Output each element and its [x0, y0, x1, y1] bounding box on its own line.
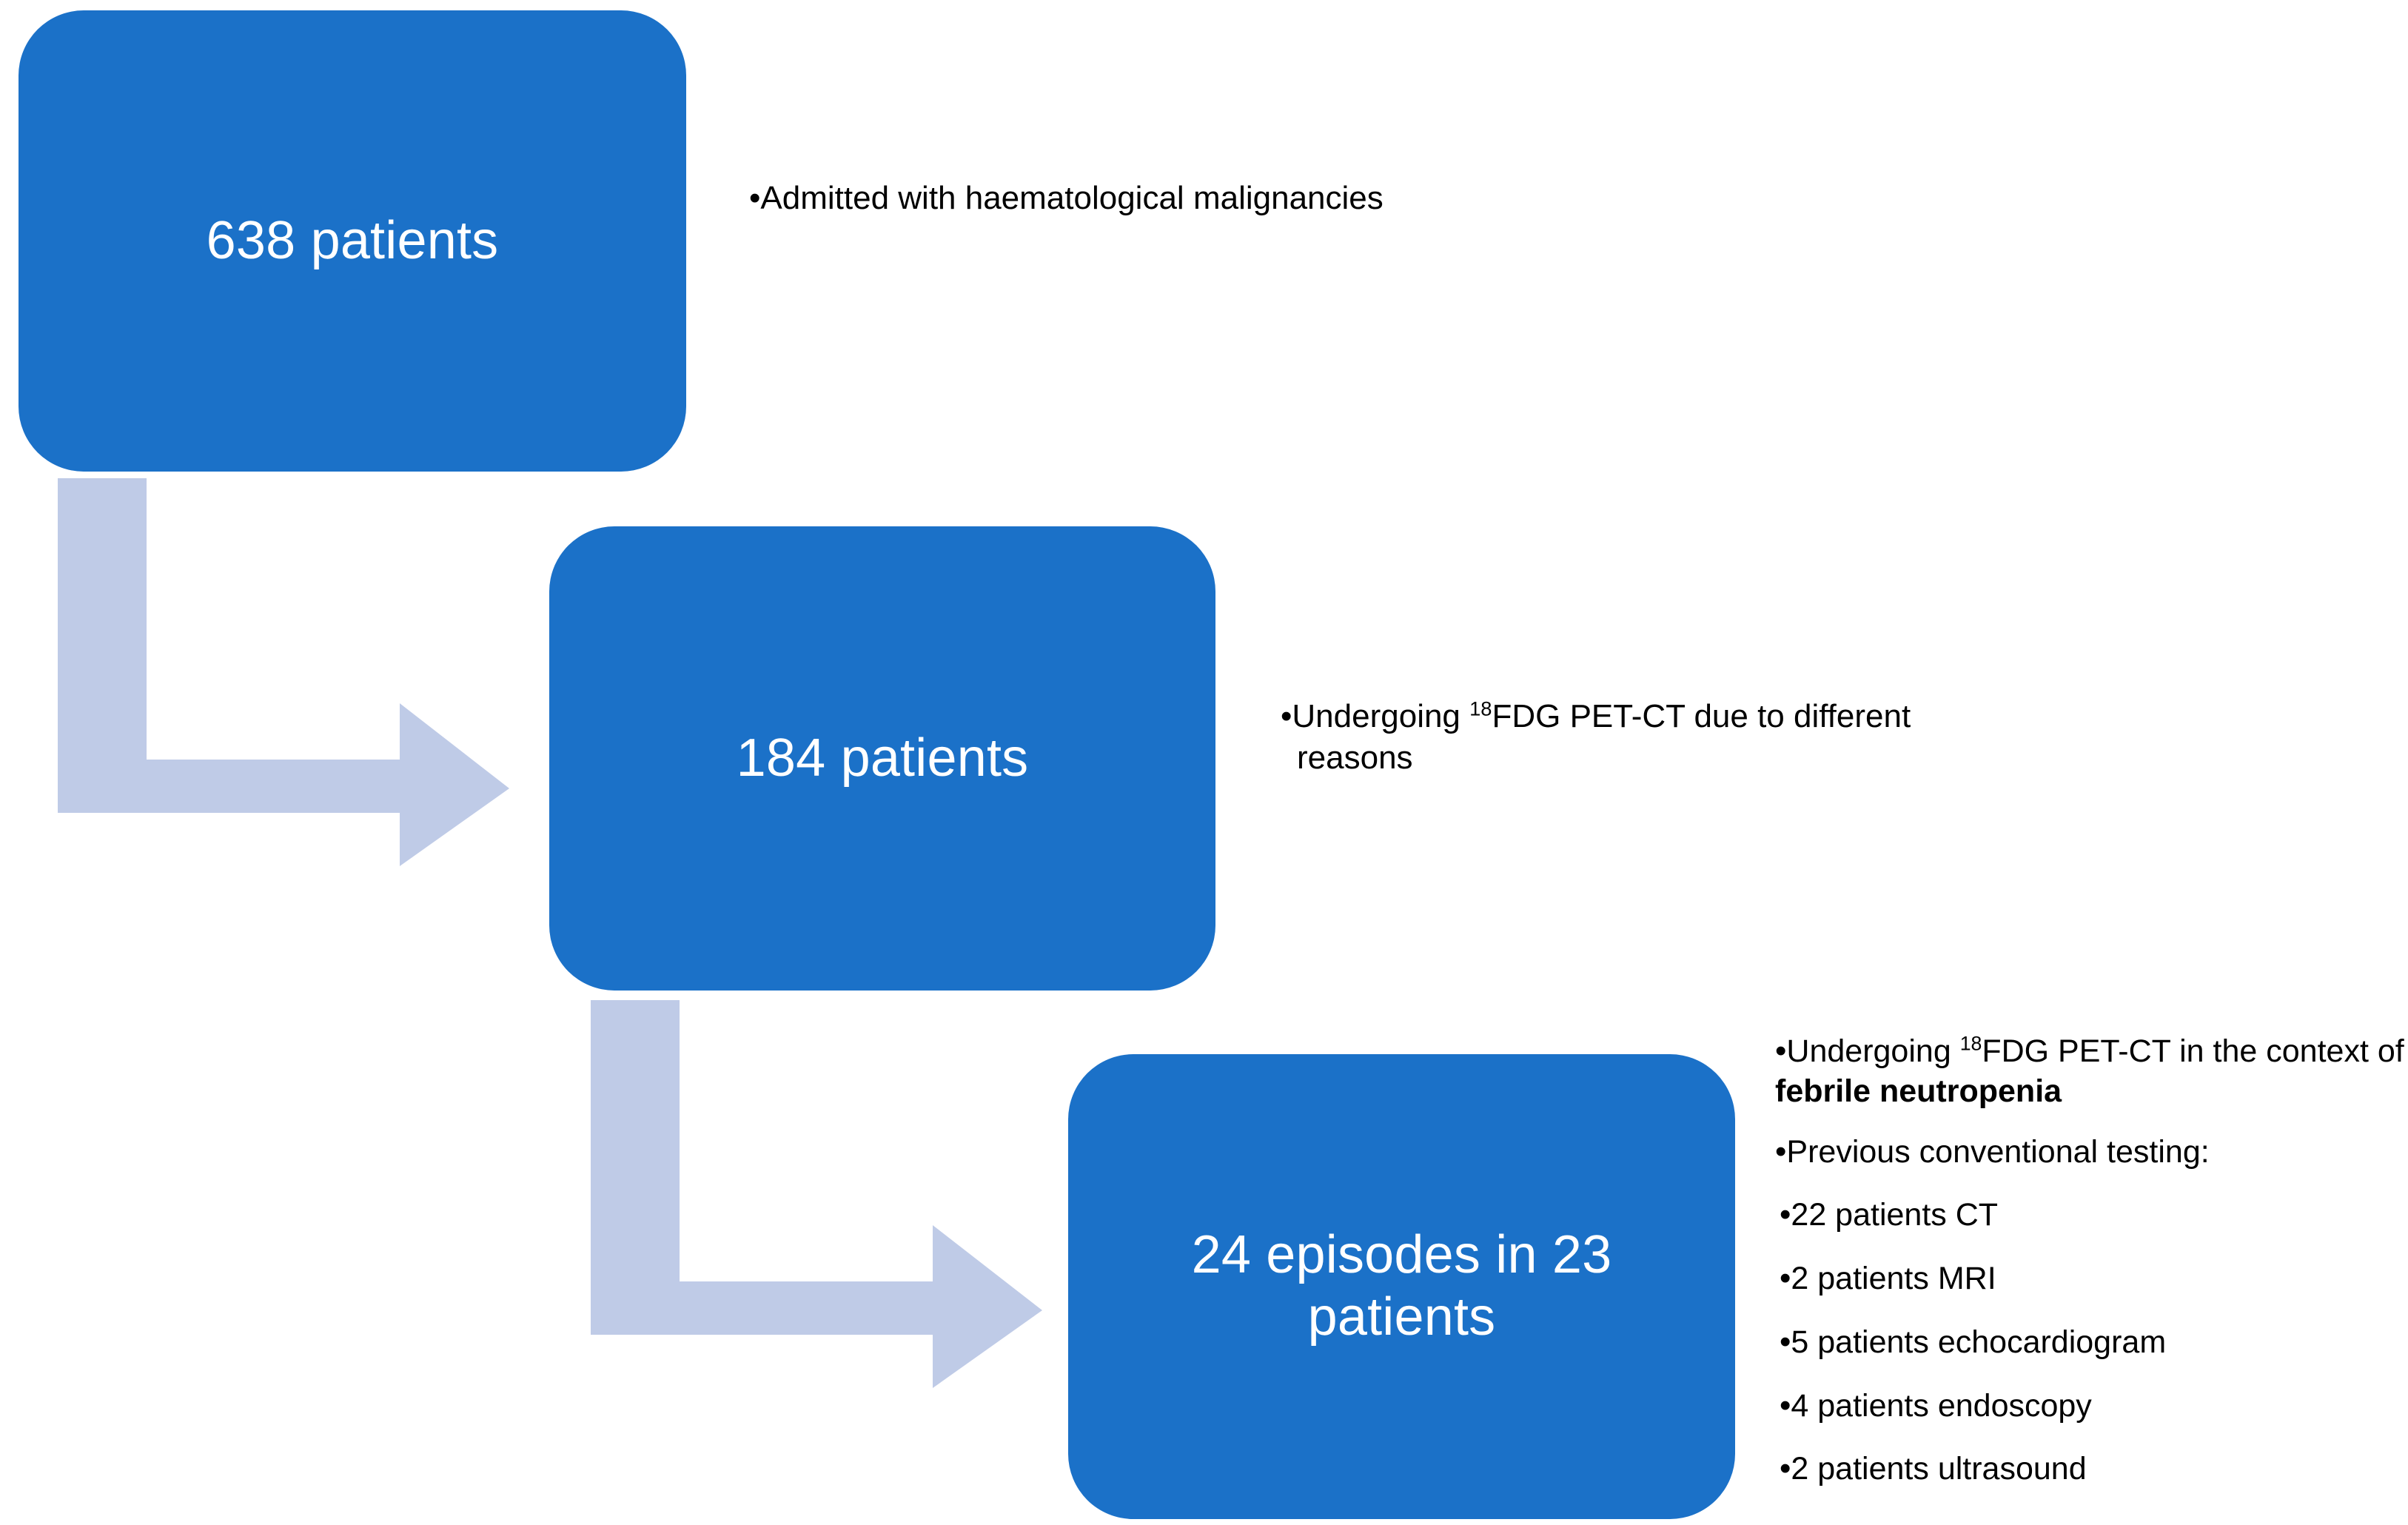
- annotation-text-suffix: FDG PET-CT due to different reasons: [1297, 698, 1911, 777]
- annotation-line: •Undergoing 18FDG PET-CT due to differen…: [1281, 696, 1962, 780]
- bullet-dot-icon: •: [1780, 1323, 1791, 1360]
- flow-node-label: 184 patients: [736, 728, 1029, 788]
- bullet-dot-icon: •: [1780, 1260, 1791, 1296]
- flow-node-638-patients: 638 patients: [19, 10, 686, 472]
- annotation-sub-text: 22 patients CT: [1791, 1197, 1999, 1233]
- annotation-sub-item: •5 patients echocardiogram: [1775, 1321, 2408, 1363]
- bullet-dot-icon: •: [1775, 1133, 1787, 1170]
- annotation-sub-item: •2 patients MRI: [1775, 1258, 2408, 1299]
- annotation-text: Admitted with haematological: [760, 180, 1184, 216]
- superscript-18: 18: [1959, 1032, 1982, 1055]
- bullet-dot-icon: •: [1780, 1196, 1791, 1233]
- flow-node-label: 638 patients: [206, 210, 499, 270]
- annotation-sub-item: •4 patients endoscopy: [1775, 1385, 2408, 1427]
- flow-node-24-episodes: 24 episodes in 23 patients: [1068, 1054, 1735, 1519]
- bullet-dot-icon: •: [1775, 1033, 1787, 1069]
- annotation-sub-item: •2 patients ultrasound: [1775, 1448, 2408, 1489]
- flow-node-184-patients: 184 patients: [549, 526, 1215, 991]
- flow-node-label: 24 episodes in 23 patients: [1191, 1225, 1612, 1347]
- annotation-line: •Admitted with haematological malignanci…: [749, 178, 1415, 219]
- annotation-sub-text: 2 patients MRI: [1791, 1261, 1996, 1296]
- annotation-sub-item: •22 patients CT: [1775, 1194, 2408, 1236]
- annotation-text: Previous conventional testing:: [1786, 1133, 2210, 1170]
- annotation-sublist: •22 patients CT •2 patients MRI •5 patie…: [1775, 1194, 2408, 1489]
- annotation-text-bold: febrile neutropenia: [1775, 1073, 2062, 1109]
- annotation-sub-text: 4 patients endoscopy: [1791, 1387, 2092, 1424]
- annotation-text-cont: malignancies: [1193, 180, 1384, 216]
- elbow-arrow-icon-2: [577, 996, 1096, 1388]
- annotation-sub-text: 2 patients ultrasound: [1791, 1451, 2087, 1487]
- annotation-text-mid: FDG PET-CT in the context of: [1982, 1033, 2404, 1069]
- annotation-node-2: •Undergoing 18FDG PET-CT due to differen…: [1281, 696, 1962, 780]
- annotation-node-1: •Admitted with haematological malignanci…: [749, 178, 1415, 219]
- annotation-line-undergoing: •Undergoing 18FDG PET-CT in the context …: [1775, 1030, 2408, 1112]
- annotation-sub-text: 5 patients echocardiogram: [1791, 1324, 2167, 1360]
- annotation-node-3: •Undergoing 18FDG PET-CT in the context …: [1775, 1030, 2408, 1489]
- annotation-line-previous-testing: •Previous conventional testing:: [1775, 1131, 2408, 1173]
- superscript-18: 18: [1469, 697, 1492, 720]
- bullet-dot-icon: •: [1780, 1387, 1791, 1424]
- bullet-dot-icon: •: [1281, 698, 1292, 734]
- elbow-arrow-icon-1: [44, 474, 563, 866]
- annotation-text-prefix: Undergoing: [1786, 1033, 1960, 1069]
- annotation-text-prefix: Undergoing: [1292, 698, 1470, 734]
- bullet-dot-icon: •: [749, 180, 761, 216]
- bullet-dot-icon: •: [1780, 1450, 1791, 1487]
